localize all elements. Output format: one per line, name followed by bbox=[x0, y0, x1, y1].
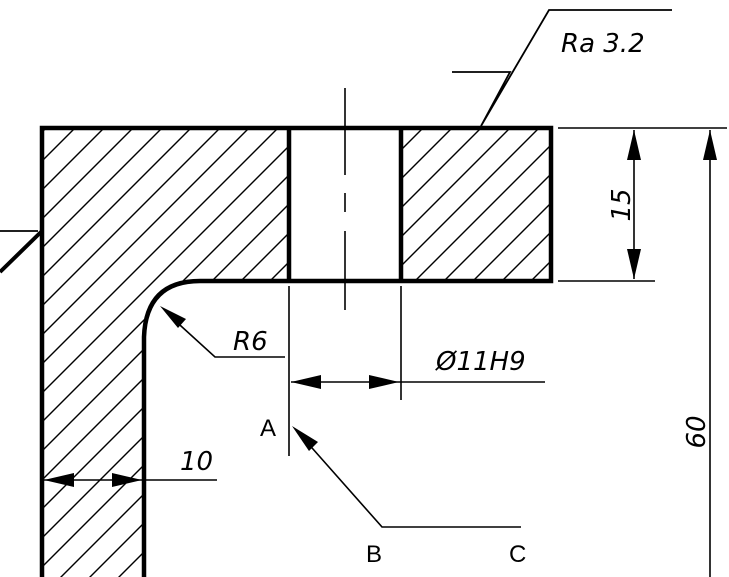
hole-arrow-right bbox=[369, 375, 399, 389]
surface-roughness-label: Ra 3.2 bbox=[561, 29, 645, 59]
thickness-arrow-top bbox=[627, 130, 641, 160]
fillet-radius-value: R6 bbox=[233, 327, 268, 357]
point-a-label: A bbox=[260, 415, 276, 442]
thickness-dimension bbox=[558, 127, 727, 282]
wall-thickness-arrow-left bbox=[44, 473, 74, 487]
hole-diameter-value: Ø11H9 bbox=[435, 347, 526, 377]
right-section-hatch bbox=[401, 128, 551, 281]
abc-leader bbox=[304, 439, 521, 528]
fillet-radius-arrow bbox=[160, 306, 186, 328]
abc-leader-arrow bbox=[292, 426, 318, 451]
part-outline bbox=[39, 125, 554, 577]
point-b-label: B bbox=[366, 541, 382, 568]
thickness-arrow-bottom bbox=[627, 249, 641, 279]
point-c-label: C bbox=[509, 541, 526, 568]
hole-arrow-left bbox=[291, 375, 321, 389]
outer-contour bbox=[39, 125, 554, 577]
fillet-radius-leader bbox=[169, 315, 285, 358]
break-line bbox=[0, 229, 44, 274]
height-arrow-top bbox=[703, 130, 717, 160]
height-value: 60 bbox=[682, 415, 712, 448]
wall-thickness-arrow-right bbox=[112, 473, 142, 487]
thickness-value: 15 bbox=[607, 188, 637, 221]
left-section-hatch bbox=[42, 128, 289, 577]
hole-diameter-dimension bbox=[288, 286, 545, 456]
wall-thickness-value: 10 bbox=[180, 447, 213, 477]
surface-roughness-symbol bbox=[452, 9, 672, 127]
